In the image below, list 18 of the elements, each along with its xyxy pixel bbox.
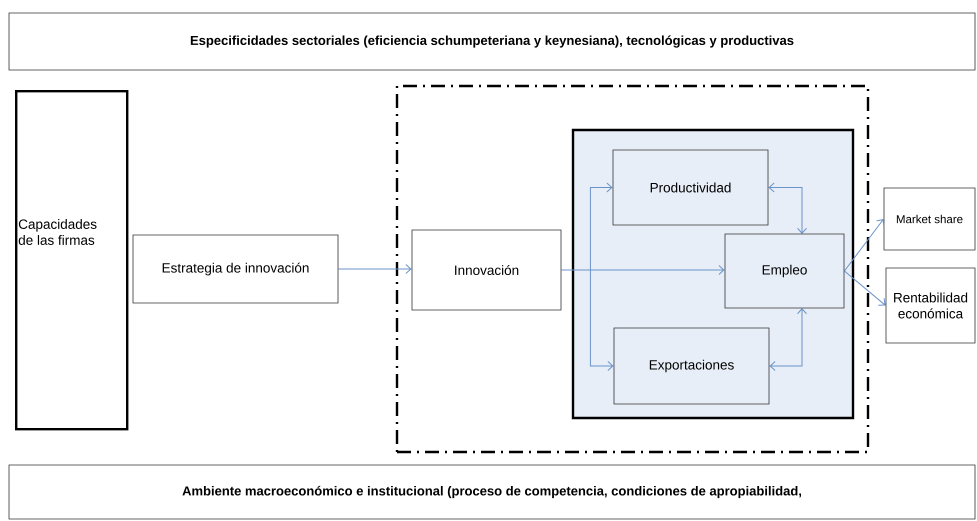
arrow xyxy=(768,182,807,234)
arrow xyxy=(844,219,884,272)
process-box: Innovación xyxy=(412,230,562,310)
process-box: Rentabilidad económica xyxy=(886,268,976,344)
arrow xyxy=(560,270,614,371)
capabilities-box: Capacidades de las firmas xyxy=(15,90,128,430)
arrow xyxy=(338,264,412,274)
arrow xyxy=(769,308,807,371)
context-band: Ambiente macroeconómico e institucional (proceso de competencia, condiciones de apropiabilidad, xyxy=(8,464,976,520)
process-box: Estrategia de innovación xyxy=(132,234,338,304)
context-band: Especificidades sectoriales (eficiencia schumpeteriana y keynesiana), tecnológicas y productivas xyxy=(8,12,976,70)
process-box: Empleo xyxy=(724,234,844,308)
process-box: Exportaciones xyxy=(614,328,770,404)
process-box: Productividad xyxy=(612,150,768,226)
dash-dot-frame xyxy=(396,84,870,454)
outcome-panel xyxy=(572,128,854,420)
arrow xyxy=(844,270,886,306)
process-box: Market share xyxy=(884,188,976,250)
